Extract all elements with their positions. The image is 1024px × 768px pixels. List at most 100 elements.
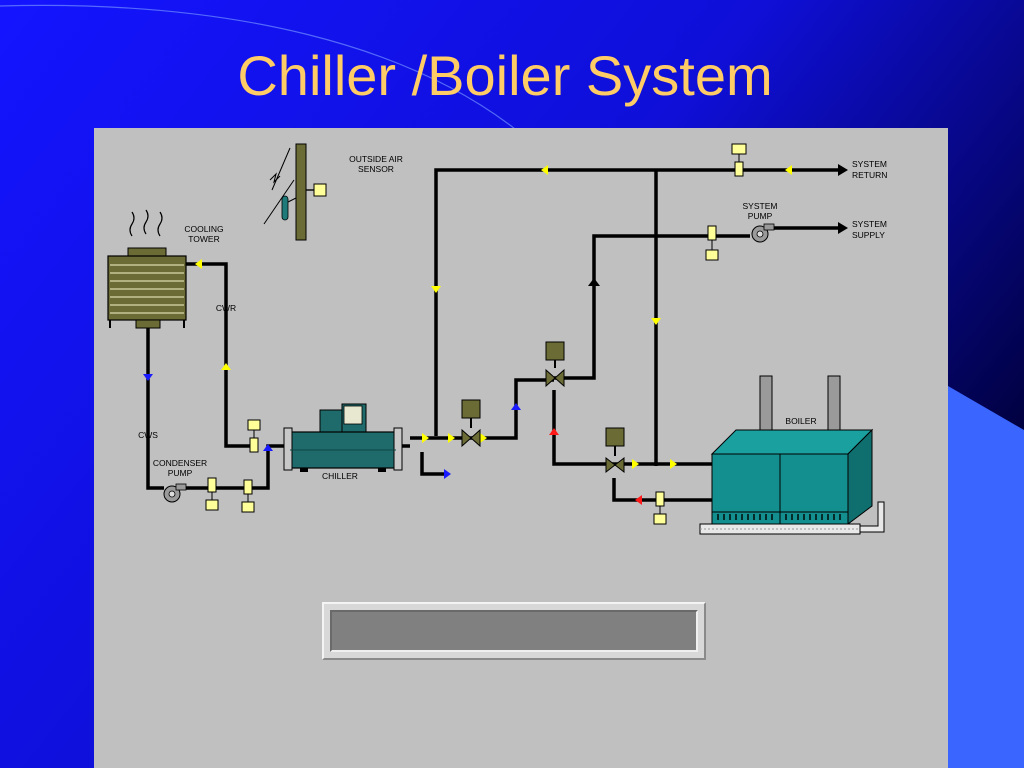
boiler-stack	[827, 375, 841, 433]
pump-outlet	[763, 223, 775, 231]
flow-marker-yellow	[670, 459, 677, 469]
flow-marker-yellow	[651, 318, 661, 325]
wall-hatch	[263, 179, 295, 225]
label-outside-air-sensor-1: OUTSIDE AIR	[349, 154, 403, 164]
cooling-tower	[107, 209, 187, 329]
flow-marker-yellow	[195, 259, 202, 269]
chiller-boiler-diagram: OUTSIDE AIR SENSOR COOLING TOWER CWR CWS…	[107, 143, 887, 535]
cwr-sensor	[247, 419, 261, 453]
chiller-tubesheet-right	[393, 427, 403, 471]
flow-marker-red	[549, 428, 559, 435]
boiler-return-sensor	[653, 491, 667, 525]
pump-hub	[756, 230, 764, 238]
label-condenser-pump-1: CONDENSER	[153, 458, 207, 468]
sensor-head-icon	[705, 249, 719, 261]
flow-marker-yellow	[632, 459, 639, 469]
sensor-head-icon	[205, 499, 219, 511]
label-cooling-tower-2: TOWER	[188, 234, 219, 244]
valve-actuator-icon	[461, 399, 481, 419]
flow-marker-blue	[444, 469, 451, 479]
sensor-head-icon	[247, 419, 261, 431]
pipe-riser	[554, 234, 702, 380]
boiler-top	[710, 429, 874, 455]
flow-marker-yellow	[431, 286, 441, 293]
chiller-foot	[378, 468, 386, 472]
return-temp-sensor	[731, 143, 747, 177]
flow-markers	[143, 165, 792, 505]
flow-marker-yellow	[480, 433, 487, 443]
flow-arrow-icon	[838, 222, 848, 234]
flow-marker-yellow	[541, 165, 548, 175]
chiller-isolation-valve	[461, 399, 481, 448]
heat-wave-icon	[269, 172, 281, 184]
pipe-boiler-return	[612, 478, 714, 502]
flow-marker-yellow	[785, 165, 792, 175]
sensor-probe	[281, 195, 289, 221]
boiler-front-right	[779, 453, 849, 525]
boiler-front-left	[711, 453, 781, 525]
wall-hatch	[271, 147, 291, 191]
sensor-wire	[287, 197, 297, 203]
label-boiler: BOILER	[785, 416, 816, 426]
sensor-head-icon	[241, 501, 255, 513]
background-swoosh	[0, 4, 541, 151]
label-system-supply-1: SYSTEM	[852, 219, 887, 229]
label-system-pump-1: SYSTEM	[743, 201, 778, 211]
flow-arrow-icon	[838, 164, 848, 176]
mixing-valve	[545, 341, 565, 388]
pipe-cws	[146, 328, 164, 490]
heat-wave-icon	[143, 209, 149, 235]
building-wall	[295, 143, 307, 241]
pipe-boiler-loop	[552, 390, 714, 466]
chiller-tubesheet-left	[283, 427, 293, 471]
label-outside-air-sensor-2: SENSOR	[358, 164, 394, 174]
supply-flow-switch	[705, 225, 719, 261]
label-system-pump-2: PUMP	[748, 211, 773, 221]
condenser-temp-sensor	[241, 479, 255, 513]
label-system-return-1: SYSTEM	[852, 159, 887, 169]
label-cws: CWS	[138, 430, 158, 440]
chiller-panel	[343, 405, 363, 425]
status-display	[322, 602, 706, 660]
flow-marker-yellow	[448, 433, 455, 443]
label-system-supply-2: SUPPLY	[852, 230, 885, 240]
system-pump	[751, 223, 775, 243]
label-cooling-tower-1: COOLING	[184, 224, 223, 234]
boiler	[699, 375, 885, 535]
boiler-stack	[759, 375, 773, 433]
sensor-head-icon	[653, 513, 667, 525]
pump-hub	[168, 490, 176, 498]
flow-marker-blue	[263, 444, 273, 451]
flow-marker-yellow	[422, 433, 429, 443]
valve-body	[461, 428, 481, 448]
cooling-tower-body	[107, 255, 187, 321]
chiller-foot	[300, 468, 308, 472]
valve-body	[605, 456, 625, 474]
label-cwr: CWR	[216, 303, 236, 313]
sensor-head-icon	[313, 183, 327, 197]
flow-marker-yellow	[221, 363, 231, 370]
valve-actuator-icon	[605, 427, 625, 447]
background-right-wedge	[948, 386, 1024, 768]
pump-outlet	[175, 483, 187, 491]
flow-marker-blue	[143, 374, 153, 381]
flow-arrow-icon	[588, 278, 600, 286]
status-bar	[330, 610, 698, 652]
pipe-condenser-discharge	[180, 444, 284, 490]
label-chiller: CHILLER	[322, 471, 358, 481]
cooling-tower-fan-deck	[127, 247, 167, 257]
cooling-tower-basin	[135, 319, 161, 329]
outside-air-sensor	[263, 143, 327, 241]
diagram-panel: OUTSIDE AIR SENSOR COOLING TOWER CWR CWS…	[94, 128, 948, 768]
pipe-chiller-supply	[410, 378, 554, 440]
valve-actuator-icon	[545, 341, 565, 361]
flow-marker-blue	[511, 403, 521, 410]
boiler-isolation-valve	[605, 427, 625, 474]
label-system-return-2: RETURN	[852, 170, 887, 180]
pipe-chiller-bypass	[420, 452, 446, 476]
heat-wave-icon	[157, 211, 163, 237]
condenser-flow-switch	[205, 477, 219, 511]
pipe-cwr	[186, 262, 254, 448]
heat-wave-icon	[129, 211, 135, 237]
flow-marker-red	[635, 495, 642, 505]
